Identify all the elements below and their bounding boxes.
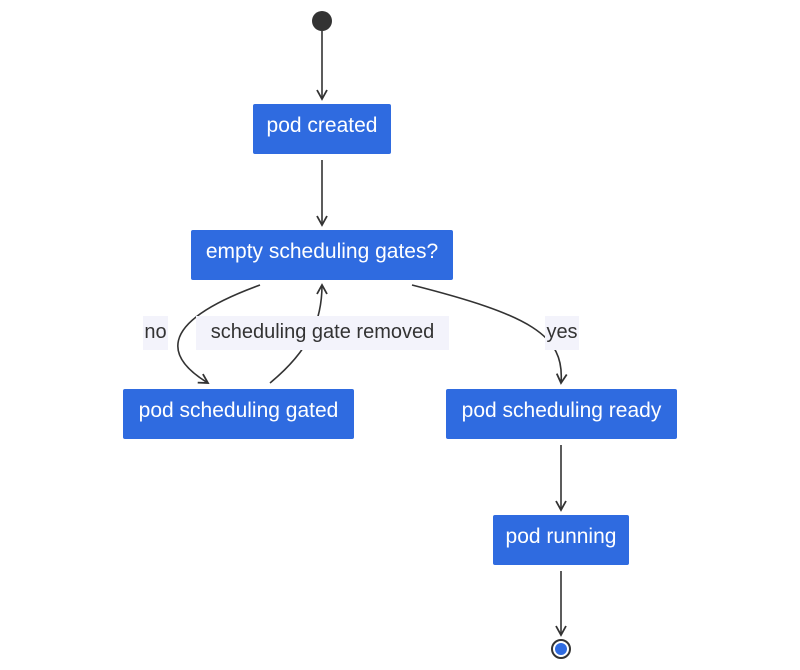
state-pod-scheduling-ready: pod scheduling ready	[446, 389, 677, 439]
edge-label-scheduling-gate-removed-text: scheduling gate removed	[211, 321, 434, 343]
edge-label-yes-text: yes	[546, 321, 577, 343]
state-pod-scheduling-gated: pod scheduling gated	[123, 389, 354, 439]
start-node	[312, 11, 332, 31]
state-empty-scheduling-gates-label: empty scheduling gates?	[206, 240, 438, 263]
state-pod-running: pod running	[493, 515, 629, 565]
state-pod-scheduling-gated-label: pod scheduling gated	[139, 399, 339, 422]
state-empty-scheduling-gates: empty scheduling gates?	[191, 230, 453, 280]
edge-label-scheduling-gate-removed: scheduling gate removed	[196, 316, 449, 350]
edge-label-no-text: no	[144, 321, 166, 343]
end-node	[551, 639, 571, 659]
edge-no	[177, 284, 261, 384]
state-pod-scheduling-ready-label: pod scheduling ready	[462, 399, 662, 422]
edge-label-no: no	[143, 316, 168, 350]
edge-label-yes: yes	[545, 316, 579, 350]
edge-yes	[411, 284, 568, 385]
state-pod-created: pod created	[253, 104, 391, 154]
state-pod-running-label: pod running	[506, 525, 617, 548]
state-pod-created-label: pod created	[267, 114, 378, 137]
